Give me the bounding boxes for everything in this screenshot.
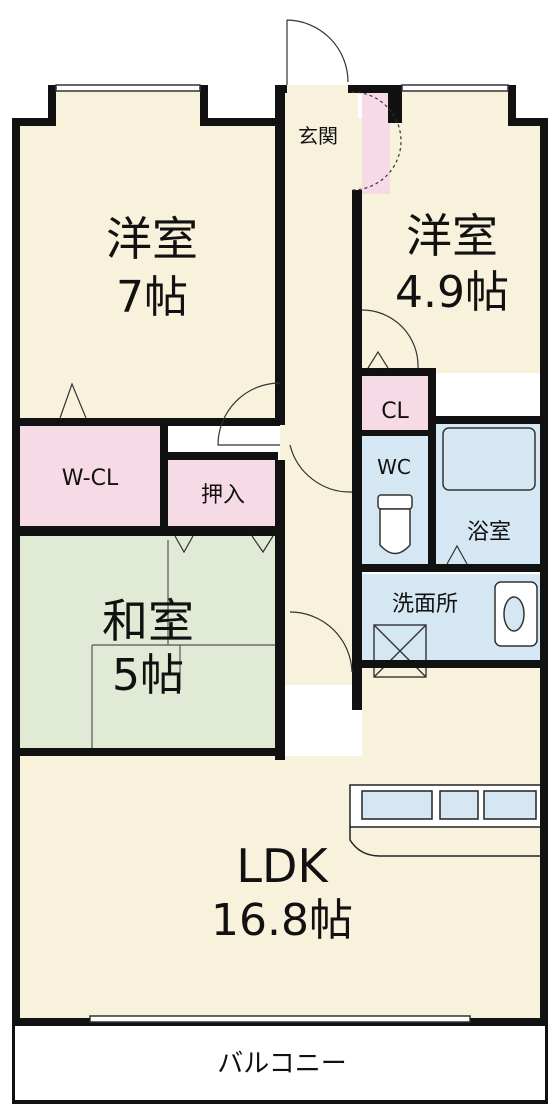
entrance-label: 玄関 xyxy=(298,124,338,148)
japanese-room-size: 5帖 xyxy=(112,650,184,701)
walk-in-closet-label: W-CL xyxy=(62,466,119,491)
western-room-1-floor xyxy=(17,122,277,420)
ldk-upper-floor xyxy=(362,668,542,758)
japanese-room-floor xyxy=(17,536,280,750)
ldk-name: LDK xyxy=(236,839,329,893)
kitchen-counter xyxy=(349,784,543,857)
closet-cl-floor xyxy=(360,375,430,431)
sink-icon xyxy=(494,581,538,647)
toilet-label: WC xyxy=(377,455,411,479)
japanese-room-name: 和室 xyxy=(102,594,194,648)
ldk-size: 16.8帖 xyxy=(211,895,353,946)
oshiire-label: 押入 xyxy=(201,483,245,508)
balcony-floor xyxy=(17,1024,542,1104)
western-room-2-name: 洋室 xyxy=(406,209,498,263)
washroom-label: 洗面所 xyxy=(392,592,458,617)
door-swings xyxy=(59,19,468,673)
oshiire-floor xyxy=(168,458,278,530)
hallway-floor xyxy=(280,85,358,685)
windows xyxy=(55,84,509,1023)
window-bay-right xyxy=(398,90,510,122)
bathtub-shape xyxy=(442,427,536,491)
walk-in-closet-floor xyxy=(17,424,163,528)
western-room-1-name: 洋室 xyxy=(106,212,198,266)
tatami-lines xyxy=(91,540,280,750)
bathroom-label: 浴室 xyxy=(467,520,511,545)
washing-machine-pan-icon xyxy=(373,624,427,678)
toilet-icon xyxy=(377,494,413,555)
western-room-2-size: 4.9帖 xyxy=(395,267,509,318)
closet-cl-label: CL xyxy=(381,399,409,424)
western-room-1-size: 7帖 xyxy=(116,272,188,323)
balcony-label: バルコニー xyxy=(217,1049,346,1079)
